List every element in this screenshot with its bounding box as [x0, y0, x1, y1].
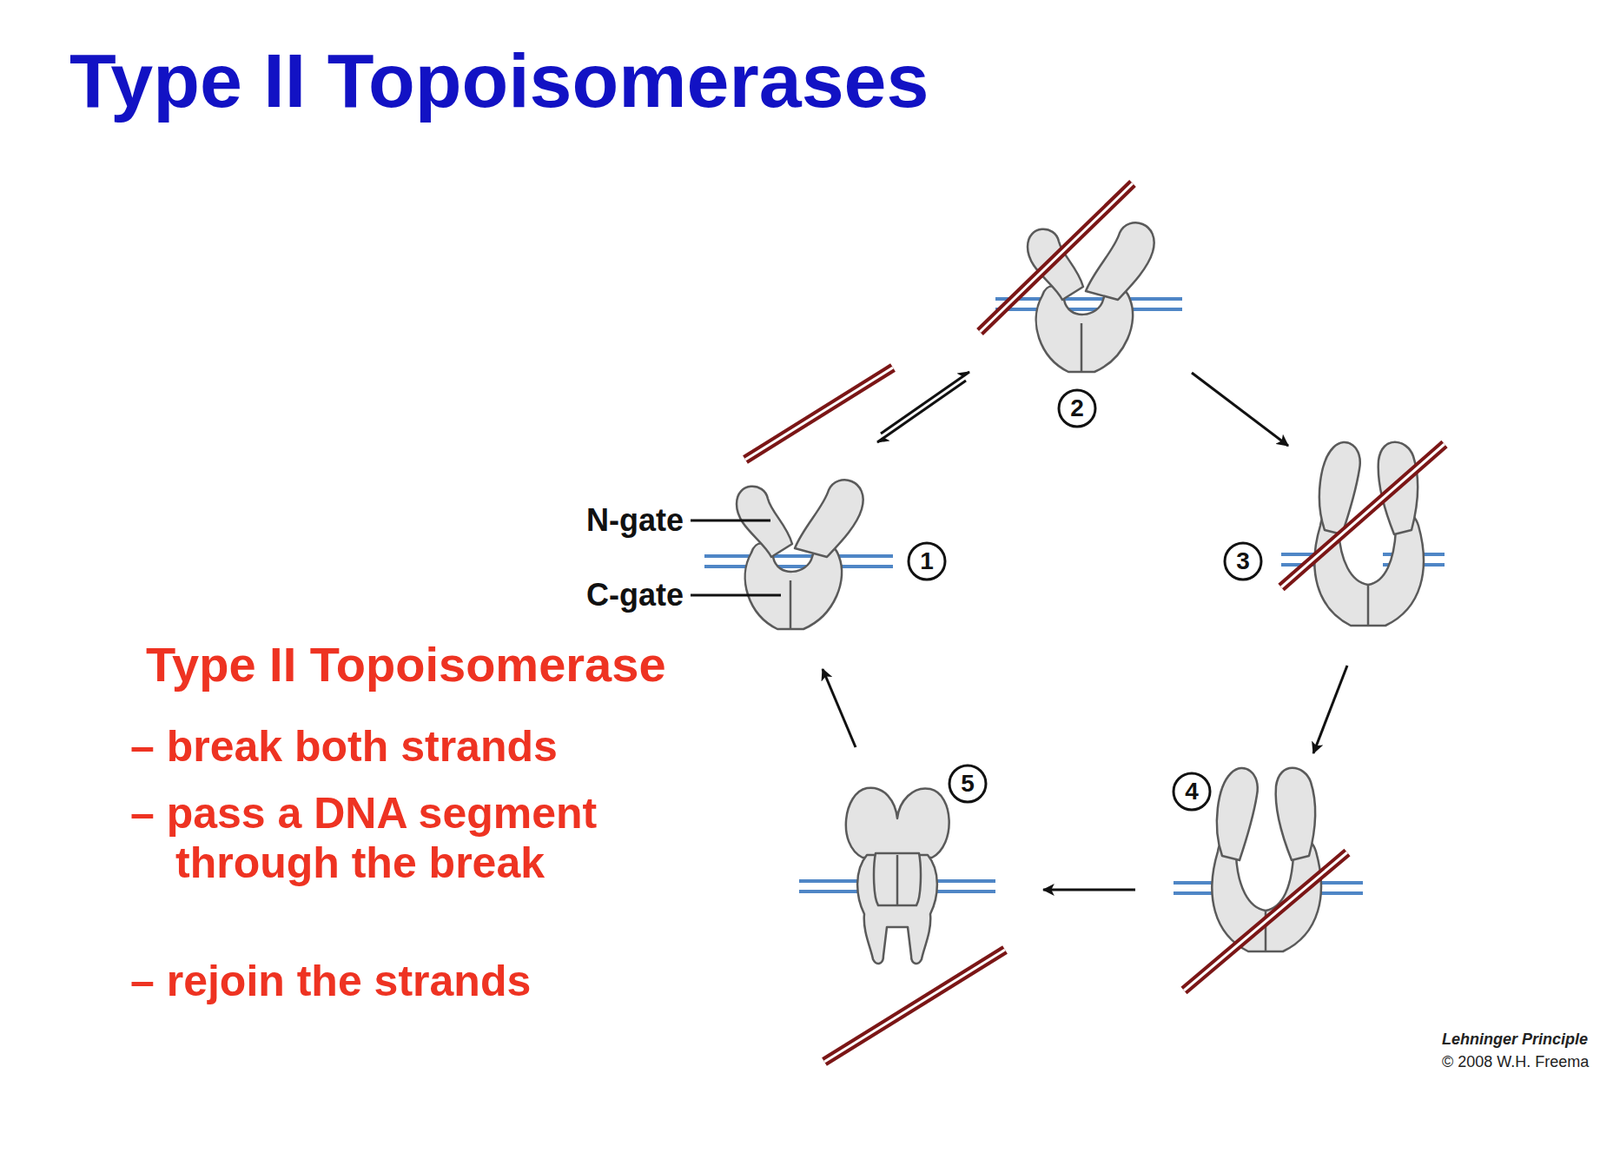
bullet-item: – pass a DNA segment through the break: [130, 788, 749, 889]
credit-line: © 2008 W.H. Freema: [1441, 1052, 1589, 1072]
bullet-item: – break both strands: [130, 721, 558, 773]
gate-label: C-gate: [586, 576, 684, 613]
list-heading: Type II Topoisomerase: [145, 636, 667, 693]
callout-number: 4: [1184, 777, 1199, 806]
bullet-item: – rejoin the strands: [130, 956, 531, 1007]
callout-number: 1: [919, 547, 934, 576]
callout-number: 2: [1070, 394, 1085, 423]
slide-title: Type II Topoisomerases: [69, 36, 929, 125]
credit-line: Lehninger Principle: [1441, 1030, 1588, 1049]
gate-label: N-gate: [586, 502, 684, 538]
callout-number: 3: [1236, 547, 1250, 576]
callout-number: 5: [960, 769, 975, 798]
